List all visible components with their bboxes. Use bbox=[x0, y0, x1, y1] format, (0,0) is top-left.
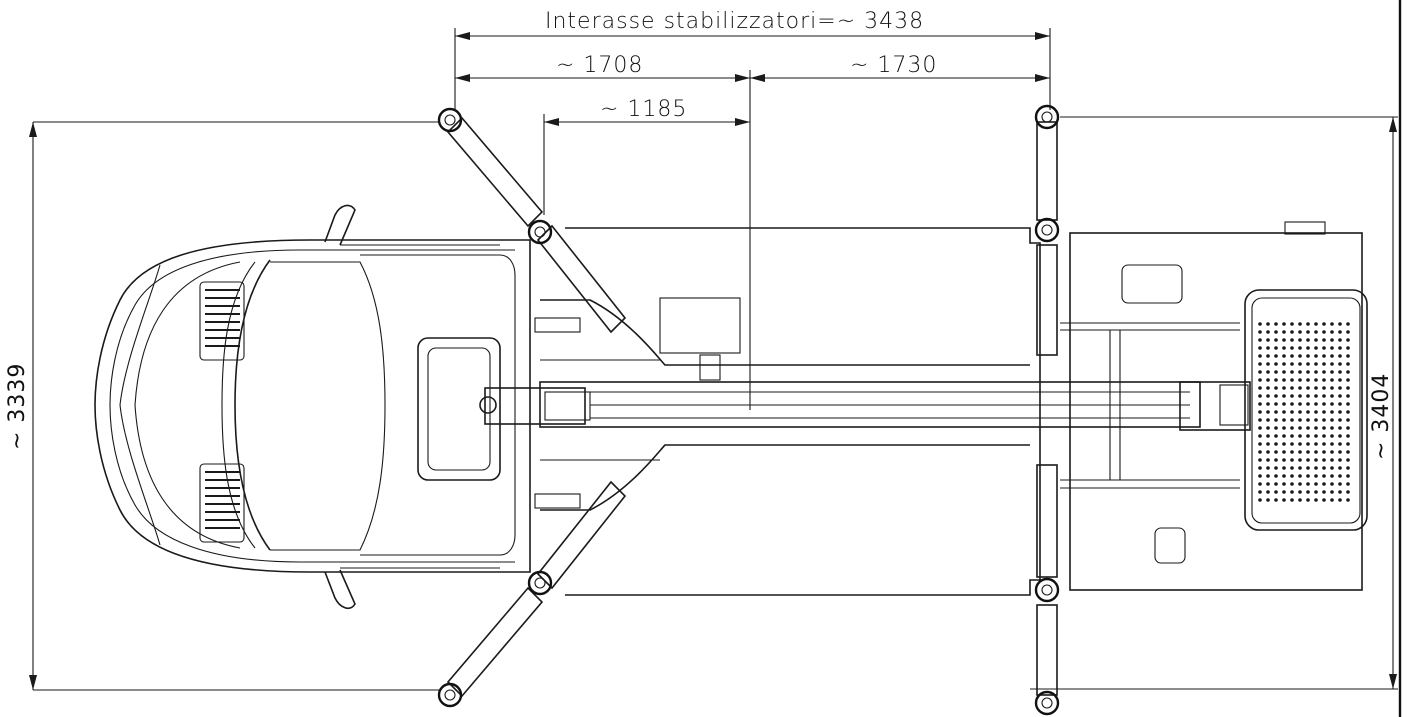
vehicle-cab bbox=[94, 204, 531, 610]
dim-outrigger-wheelbase: Interasse stabilizzatori=~ 3438 bbox=[545, 9, 924, 34]
work-basket bbox=[1244, 289, 1368, 531]
dimension-lines bbox=[29, 28, 1398, 691]
dim-front-width: ~ 3339 bbox=[5, 363, 30, 450]
dim-rear-half: ~ 1730 bbox=[850, 53, 937, 78]
dim-rear-width: ~ 3404 bbox=[1369, 373, 1394, 460]
chassis-platform bbox=[534, 221, 1363, 596]
outrigger-feet bbox=[437, 104, 1060, 716]
dim-front-half: ~ 1708 bbox=[556, 53, 643, 78]
dim-front-offset: ~ 1185 bbox=[600, 97, 687, 122]
aerial-boom bbox=[479, 381, 1251, 431]
